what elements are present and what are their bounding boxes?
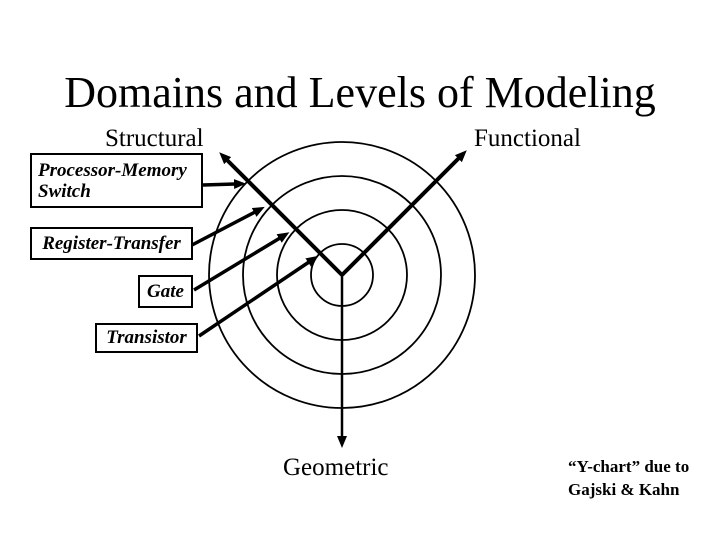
axis-functional — [340, 150, 467, 277]
level-box-gate: Gate — [138, 275, 193, 308]
level-label-line2: Switch — [38, 180, 91, 202]
axis-structural — [219, 152, 344, 277]
level-box-transistor: Transistor — [95, 323, 198, 353]
credit-note: “Y-chart” due to Gajski & Kahn — [568, 455, 689, 501]
level-box-processor-memory-switch: Processor-Memory Switch — [30, 153, 203, 208]
arrow-register-transfer — [191, 206, 265, 247]
level-label-line1: Processor-Memory — [38, 159, 187, 181]
level-box-register-transfer: Register-Transfer — [30, 227, 193, 260]
page-title: Domains and Levels of Modeling — [64, 68, 656, 117]
arrow-transistor — [198, 255, 319, 338]
domain-label-functional: Functional — [474, 125, 581, 152]
arrow-processor-memory-switch — [202, 179, 246, 190]
domain-label-geometric: Geometric — [283, 454, 389, 481]
credit-line2: Gajski & Kahn — [568, 480, 680, 499]
domain-label-structural: Structural — [105, 125, 204, 152]
credit-line1: “Y-chart” due to — [568, 457, 690, 476]
arrow-gate — [193, 232, 290, 292]
